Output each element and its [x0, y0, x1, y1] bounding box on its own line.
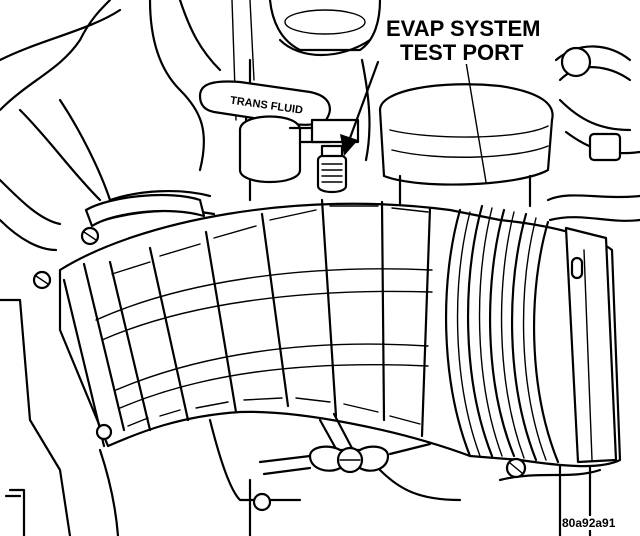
wing-nut [258, 412, 432, 476]
figure-id: 80a92a91 [562, 516, 616, 530]
evap-test-port [310, 118, 360, 194]
trans-fluid-dipstick: TRANS FLUID [198, 80, 332, 184]
hose-clamps [32, 193, 206, 290]
callout-leader-arrow [340, 60, 380, 156]
vacuum-line [465, 61, 487, 183]
callout-label-evap-system: EVAP SYSTEM [384, 16, 543, 41]
air-intake-duct [58, 198, 622, 479]
callout-label-test-port: TEST PORT [398, 40, 526, 65]
